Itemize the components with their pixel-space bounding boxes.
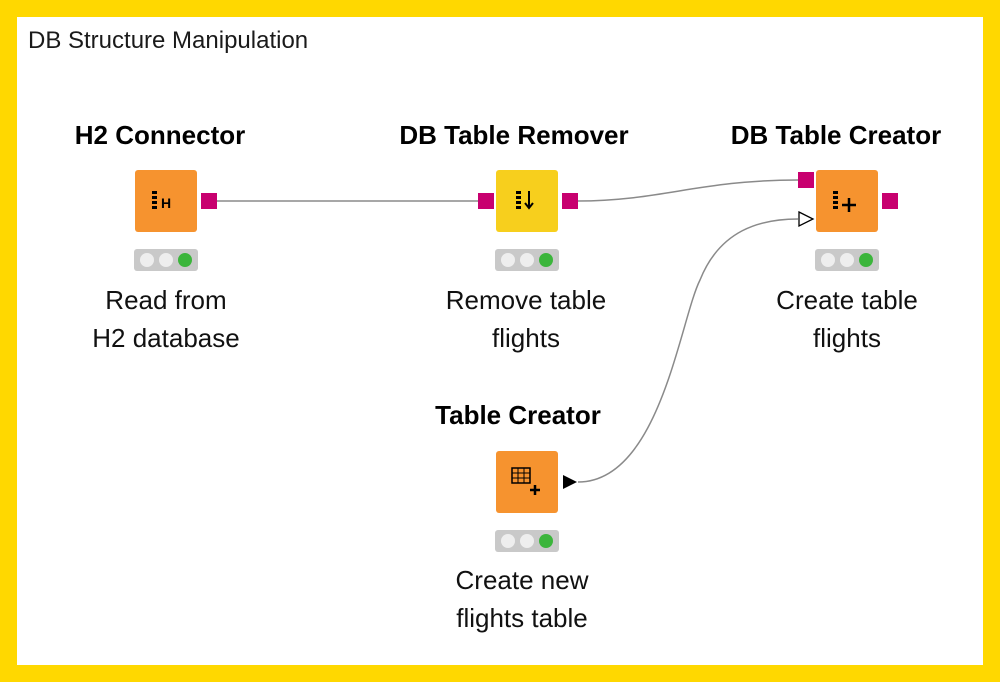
svg-text:H: H [161,195,171,211]
status-light-green [539,253,553,267]
db-table-remover-input-port[interactable] [478,193,494,209]
status-light-yellow [159,253,173,267]
connection-remover-to-creator[interactable] [577,179,799,202]
db-table-remove-icon [516,191,534,210]
connection-tablecreator-to-dbcreator[interactable] [577,218,799,483]
db-table-remover-output-port[interactable] [562,193,578,209]
status-light-red [821,253,835,267]
status-light-yellow [520,253,534,267]
node-description-db-table-creator: Create table flights [776,285,918,353]
status-light-yellow [520,534,534,548]
annotation-title: DB Structure Manipulation [28,27,309,54]
status-light-green [859,253,873,267]
db-connector-h2-icon: H [152,191,171,211]
table-grid-add-icon [511,467,540,495]
node-title-db-table-creator: DB Table Creator [730,120,942,150]
node-title-db-table-remover: DB Table Remover [399,120,629,150]
status-traffic-light-table-creator [495,530,559,552]
db-table-creator-data-input-port[interactable] [797,210,815,228]
status-light-red [140,253,154,267]
node-description-h2-connector: Read from H2 database [92,285,240,353]
status-light-red [501,534,515,548]
node-description-db-table-remover: Remove table flights [445,285,607,353]
node-h2-connector[interactable]: H [135,170,197,232]
status-traffic-light-h2-connector [134,249,198,271]
status-light-yellow [840,253,854,267]
node-db-table-remover[interactable] [496,170,558,232]
node-title-table-creator: Table Creator [435,400,601,430]
status-traffic-light-db-table-creator [815,249,879,271]
h2-connector-output-port[interactable] [201,193,217,209]
node-title-h2-connector: H2 Connector [74,120,246,150]
node-db-table-creator[interactable] [816,170,878,232]
db-table-creator-output-port[interactable] [882,193,898,209]
node-description-table-creator: Create new flights table [455,565,589,633]
status-light-red [501,253,515,267]
db-table-create-icon [833,191,856,212]
status-light-green [178,253,192,267]
table-creator-output-port[interactable] [561,473,579,491]
db-table-creator-db-input-port[interactable] [798,172,814,188]
status-light-green [539,534,553,548]
status-traffic-light-db-table-remover [495,249,559,271]
node-table-creator[interactable] [496,451,558,513]
